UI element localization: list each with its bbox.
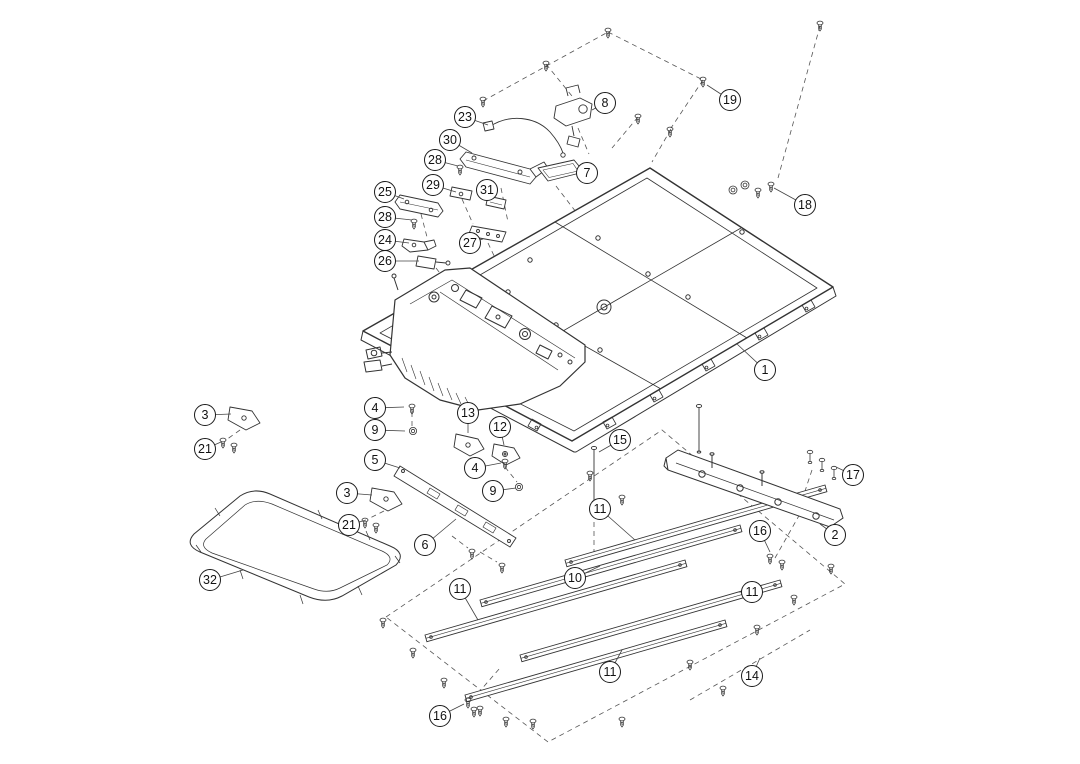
callout-3[interactable]: 3 bbox=[194, 404, 216, 426]
callout-19[interactable]: 19 bbox=[719, 89, 741, 111]
callout-32[interactable]: 32 bbox=[199, 569, 221, 591]
callout-3[interactable]: 3 bbox=[336, 482, 358, 504]
callout-9[interactable]: 9 bbox=[364, 419, 386, 441]
callout-15[interactable]: 15 bbox=[609, 429, 631, 451]
callout-29[interactable]: 29 bbox=[422, 174, 444, 196]
callout-30[interactable]: 30 bbox=[439, 129, 461, 151]
callout-10[interactable]: 10 bbox=[564, 567, 586, 589]
callout-28[interactable]: 28 bbox=[424, 149, 446, 171]
callout-8[interactable]: 8 bbox=[594, 92, 616, 114]
callout-2[interactable]: 2 bbox=[824, 524, 846, 546]
callout-13[interactable]: 13 bbox=[457, 402, 479, 424]
callout-9[interactable]: 9 bbox=[482, 480, 504, 502]
callout-21[interactable]: 21 bbox=[194, 438, 216, 460]
callout-25[interactable]: 25 bbox=[374, 181, 396, 203]
underbody-shield-strips bbox=[424, 484, 828, 703]
callout-24[interactable]: 24 bbox=[374, 229, 396, 251]
callout-21[interactable]: 21 bbox=[338, 514, 360, 536]
callout-5[interactable]: 5 bbox=[364, 449, 386, 471]
callout-11[interactable]: 11 bbox=[449, 578, 471, 600]
callout-16[interactable]: 16 bbox=[749, 520, 771, 542]
callout-27[interactable]: 27 bbox=[459, 232, 481, 254]
small-parts bbox=[227, 84, 703, 548]
callout-4[interactable]: 4 bbox=[464, 457, 486, 479]
callout-31[interactable]: 31 bbox=[476, 179, 498, 201]
callout-1[interactable]: 1 bbox=[754, 359, 776, 381]
callout-11[interactable]: 11 bbox=[599, 661, 621, 683]
callout-11[interactable]: 11 bbox=[741, 581, 763, 603]
callout-6[interactable]: 6 bbox=[414, 534, 436, 556]
callout-17[interactable]: 17 bbox=[842, 464, 864, 486]
seal-gasket bbox=[189, 490, 401, 605]
callout-14[interactable]: 14 bbox=[741, 665, 763, 687]
callout-11[interactable]: 11 bbox=[589, 498, 611, 520]
penthouse bbox=[363, 267, 586, 411]
callout-12[interactable]: 12 bbox=[489, 416, 511, 438]
callout-26[interactable]: 26 bbox=[374, 250, 396, 272]
callout-16[interactable]: 16 bbox=[429, 705, 451, 727]
crossmember bbox=[663, 449, 844, 528]
callout-7[interactable]: 7 bbox=[576, 162, 598, 184]
callout-23[interactable]: 23 bbox=[454, 106, 476, 128]
callout-28[interactable]: 28 bbox=[374, 206, 396, 228]
callout-18[interactable]: 18 bbox=[794, 194, 816, 216]
callout-4[interactable]: 4 bbox=[364, 397, 386, 419]
